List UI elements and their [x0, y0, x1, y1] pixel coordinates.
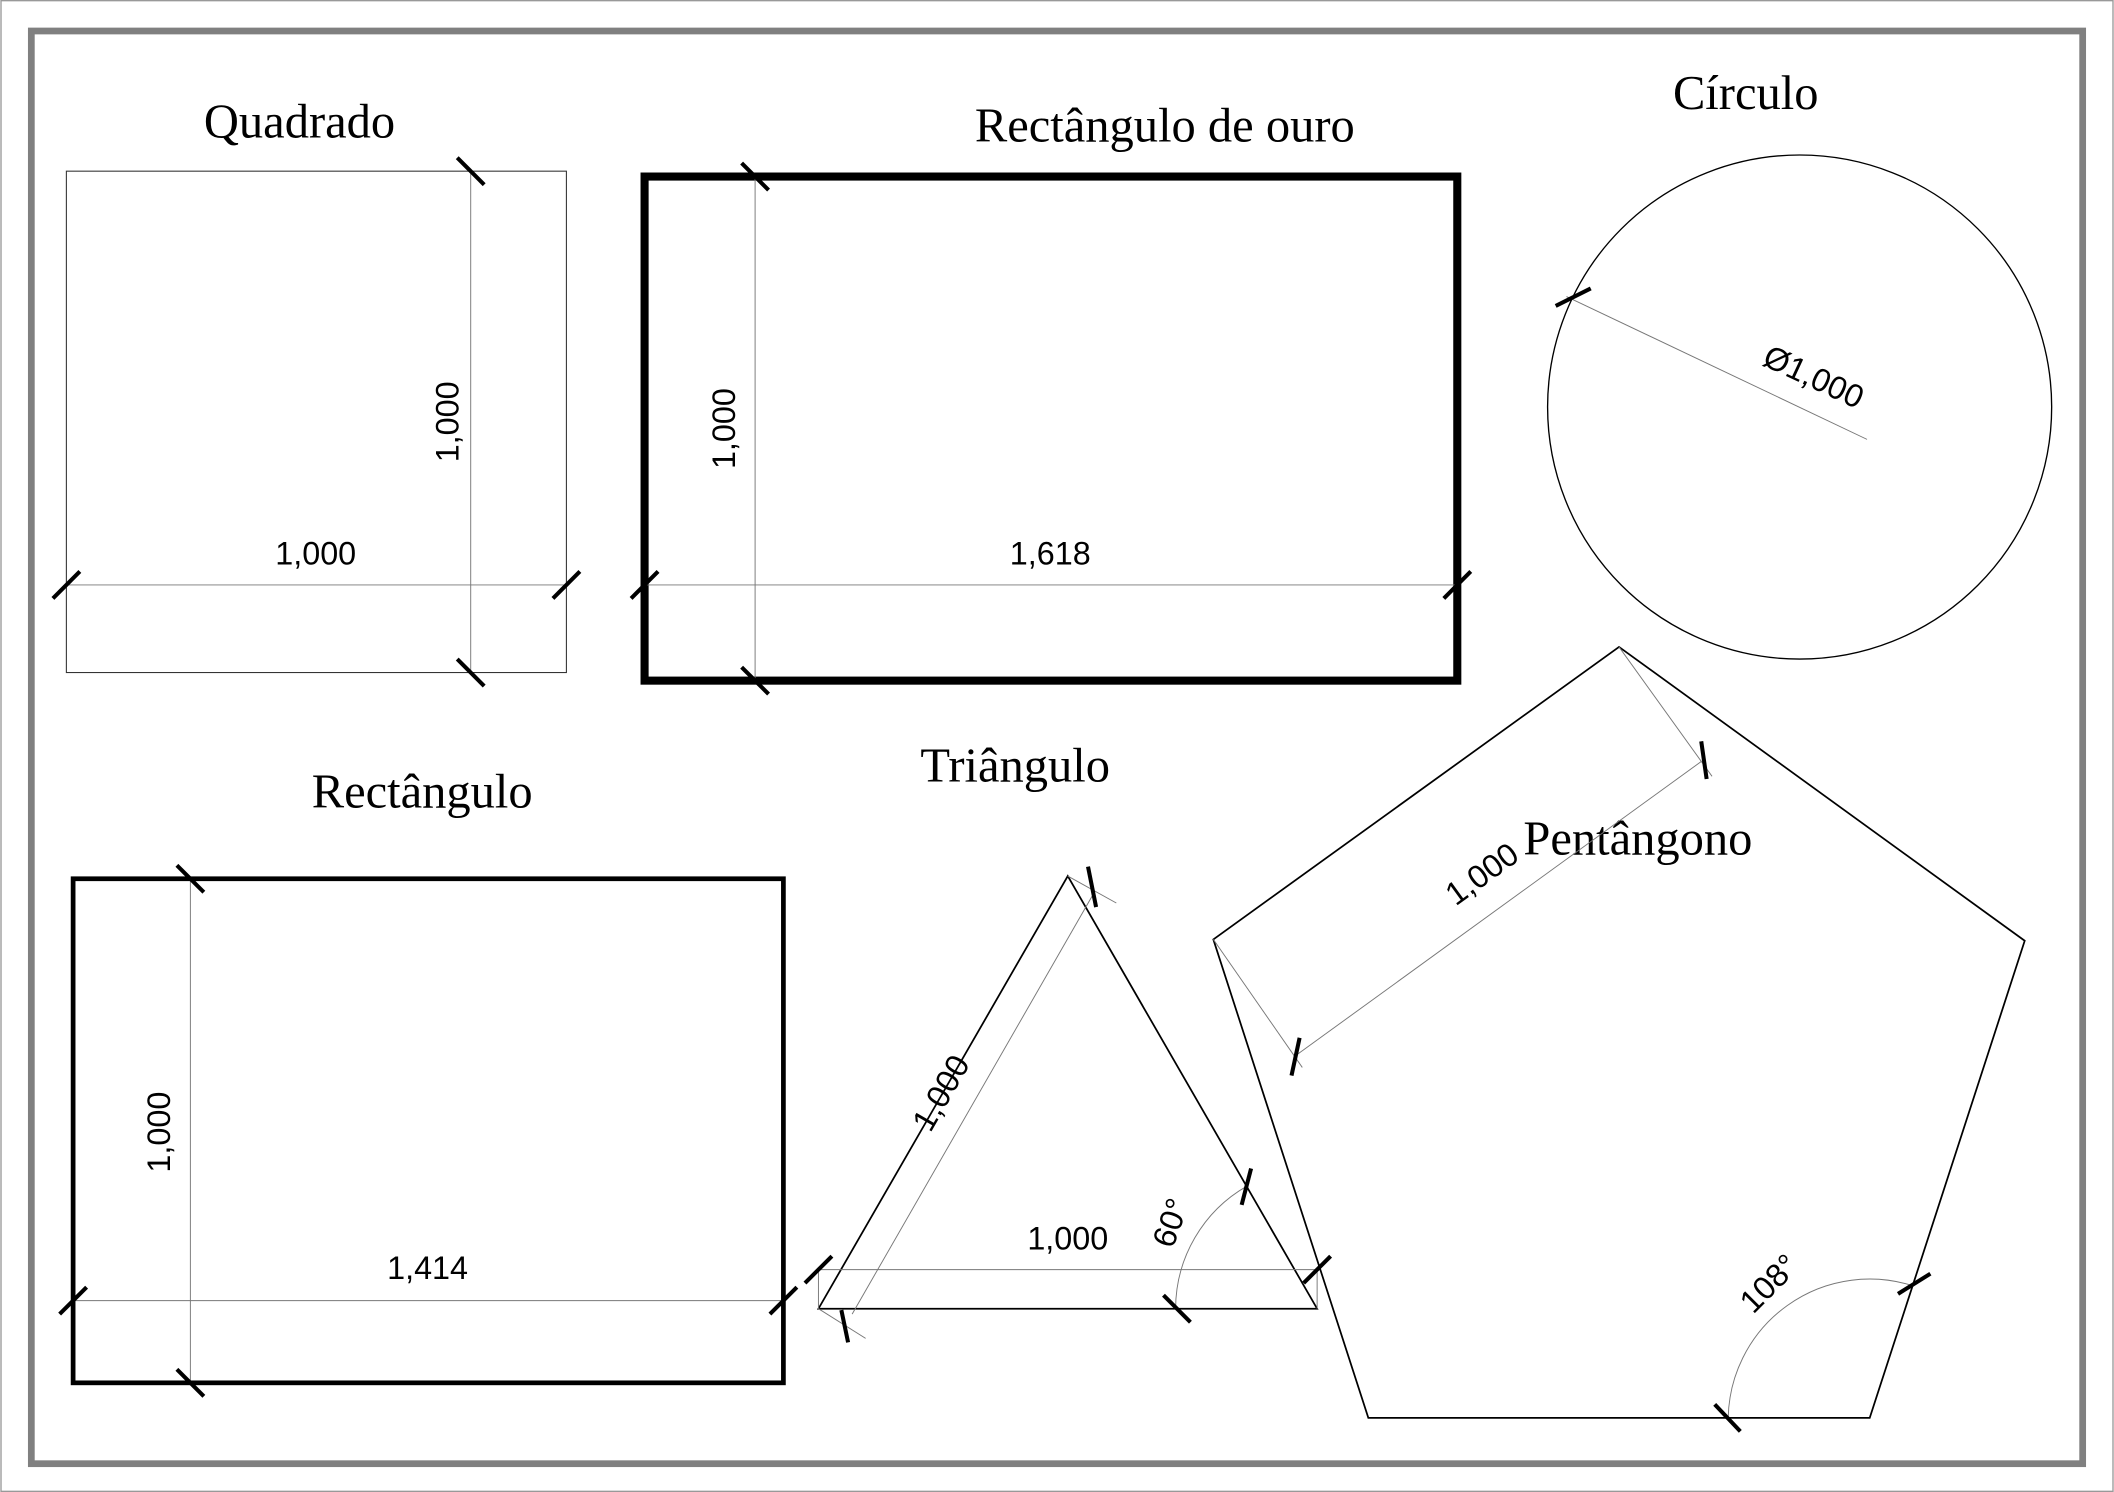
golden-rectangle-title: Rectângulo de ouro	[975, 100, 1355, 153]
pentagon-outline	[1212, 645, 2026, 1419]
triangle-side-dimension-line	[851, 896, 1093, 1315]
dimension-tick	[58, 1285, 89, 1316]
dimension-tick	[1302, 1254, 1333, 1285]
dimension-tick	[1896, 1271, 1932, 1296]
dimension-tick	[839, 1309, 851, 1343]
golden-rectangle-outline	[640, 172, 1462, 685]
square-outline	[65, 170, 567, 674]
triangle-side-label: 1,000	[905, 1049, 977, 1137]
dimension-tick	[175, 863, 206, 894]
extension-line	[1618, 646, 1713, 777]
triangle-title: Triângulo	[920, 740, 1110, 793]
dimension-tick	[1699, 740, 1709, 780]
pentagon-side-dimension-line	[1293, 761, 1702, 1058]
pentagon-title: Pentângono	[1523, 812, 1752, 865]
dimension-tick	[1554, 286, 1592, 308]
circle-outline	[1546, 154, 2053, 660]
rectangle-width-label: 1,414	[387, 1250, 468, 1286]
circle-title: Círculo	[1673, 67, 1819, 120]
circle-diameter-dimension-line	[1566, 296, 1868, 440]
triangle-angle-label: 60°	[1145, 1194, 1196, 1252]
golden-width-label: 1,618	[1010, 536, 1091, 572]
dimension-tick	[1086, 866, 1099, 908]
rectangle-outline	[70, 876, 786, 1386]
dimension-tick	[803, 1254, 834, 1285]
circle-diameter-label: Ø1,000	[1758, 338, 1869, 415]
triangle-angle-arc	[1175, 1185, 1248, 1309]
rectangle-height-label: 1,000	[141, 1092, 177, 1173]
extension-line	[818, 1308, 866, 1339]
triangle-outline	[816, 874, 1319, 1310]
triangle-base-label: 1,000	[1027, 1220, 1108, 1256]
dimension-tick	[1239, 1168, 1254, 1206]
square-width-label: 1,000	[275, 536, 356, 572]
dimension-tick	[455, 156, 486, 187]
rectangle-figure: Rectângulo 1,414 1,000	[58, 765, 799, 1398]
rectangle-title: Rectângulo	[312, 765, 533, 818]
square-title: Quadrado	[204, 95, 395, 148]
square-height-label: 1,000	[430, 381, 466, 462]
dimension-tick	[455, 657, 486, 688]
dimension-tick	[1442, 570, 1473, 600]
pentagon-angle-label: 108°	[1733, 1247, 1806, 1320]
dimension-tick	[1713, 1403, 1742, 1433]
dimension-tick	[175, 1367, 206, 1398]
extension-line	[1212, 939, 1303, 1068]
dimension-tick	[51, 570, 82, 600]
square-figure: Quadrado 1,000 1,000	[51, 95, 582, 688]
dimension-tick	[1162, 1293, 1192, 1324]
dimension-tick	[740, 161, 771, 192]
pentagon-figure: Pentângono 1,000 108°	[1212, 645, 2026, 1433]
dimension-tick	[768, 1285, 799, 1316]
dimension-tick	[1289, 1037, 1302, 1076]
pentagon-angle-arc	[1727, 1278, 1913, 1418]
drawing-frame	[27, 27, 2087, 1468]
triangle-figure: Triângulo 1,000 1,000 60°	[803, 740, 1333, 1343]
pentagon-side-label: 1,000	[1439, 836, 1526, 913]
circle-figure: Círculo Ø1,000	[1546, 67, 2053, 660]
golden-rectangle-figure: Rectângulo de ouro 1,618 1,000	[629, 100, 1473, 696]
dimension-tick	[629, 570, 660, 600]
golden-height-label: 1,000	[706, 388, 742, 469]
dimension-tick	[551, 570, 582, 600]
dimension-tick	[740, 665, 771, 696]
